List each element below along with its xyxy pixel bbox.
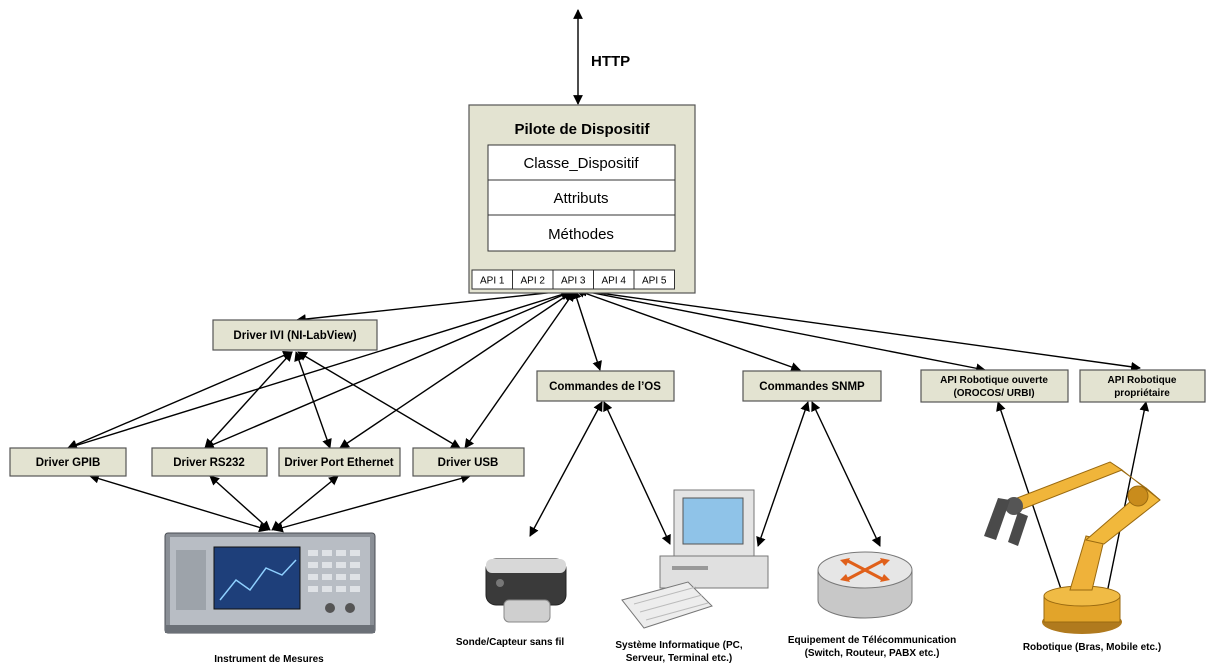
api-row: API 1 API 2 API 3 API 4 API 5 <box>471 269 675 290</box>
connectors <box>67 9 1150 599</box>
attributes-row <box>487 179 676 216</box>
driver-usb: Driver USB <box>412 447 525 477</box>
link-pilote-snmp <box>575 288 801 372</box>
api-robotique-ouverte-line1: API Robotique ouverte <box>940 375 1048 386</box>
link-pilote-rs232 <box>204 290 571 450</box>
api-label: API 3 <box>561 276 586 287</box>
driver-ivi-box <box>212 319 378 351</box>
link-gpib-instrument <box>89 473 269 533</box>
api-robotique-proprietaire-line1: API Robotique <box>1108 375 1177 386</box>
driver-ethernet-box <box>278 447 401 477</box>
link-pilote-robot-open <box>577 286 986 374</box>
link-pilote-ethernet <box>339 291 573 449</box>
commandes-snmp: Commandes SNMP <box>742 370 882 402</box>
api-robotique-ouverte-line2: (OROCOS/ URBI) <box>953 388 1034 399</box>
api-label: API 1 <box>480 276 505 287</box>
commandes-os: Commandes de l’OS <box>536 370 675 402</box>
driver-gpib: Driver GPIB <box>9 447 127 477</box>
driver-gpib-box <box>9 447 127 477</box>
robot-image <box>984 461 1161 634</box>
driver-rs232: Driver RS232 <box>151 447 268 477</box>
link-pilote-gpib <box>67 289 571 451</box>
driver-rs232-label: Driver RS232 <box>173 457 245 469</box>
link-ivi-ethernet <box>294 351 332 449</box>
link-ivi-gpib <box>67 350 293 450</box>
driver-ivi-label: Driver IVI (NI-LabView) <box>233 330 356 342</box>
link-pilote-usb <box>464 291 575 449</box>
api-robotique-proprietaire: API Robotique propriétaire <box>1079 369 1206 403</box>
instrument-caption: Instrument de Mesures <box>214 654 324 665</box>
driver-ethernet: Driver Port Ethernet <box>278 447 401 477</box>
link-ivi-rs232 <box>204 351 293 449</box>
api-label: API 2 <box>521 276 546 287</box>
api-label: API 4 <box>602 276 627 287</box>
sonde-image <box>485 558 567 623</box>
driver-rs232-box <box>151 447 268 477</box>
driver-usb-box <box>412 447 525 477</box>
commandes-snmp-label: Commandes SNMP <box>759 381 865 393</box>
link-pilote-ivi <box>296 286 575 324</box>
api-label: API 5 <box>642 276 667 287</box>
sonde-caption: Sonde/Capteur sans fil <box>456 637 565 648</box>
commandes-snmp-box <box>742 370 882 402</box>
attributes-label: Attributs <box>553 190 608 207</box>
link-rs232-instrument <box>209 475 271 531</box>
api-robotique-ouverte-box <box>920 369 1069 403</box>
methods-row <box>487 214 676 252</box>
api-cell <box>633 269 675 290</box>
api-robotique-proprietaire-line2: propriétaire <box>1114 388 1170 399</box>
driver-usb-label: Driver USB <box>438 457 499 469</box>
class-name: Classe_Dispositif <box>523 155 639 172</box>
link-os-sonde <box>529 401 603 537</box>
link-robot-prop-robot <box>1102 401 1150 599</box>
telecom-caption-line1: Equipement de Télécommunication <box>788 635 956 646</box>
driver-gpib-label: Driver GPIB <box>36 457 101 469</box>
driver-ivi: Driver IVI (NI-LabView) <box>212 319 378 351</box>
link-pilote-os <box>572 289 602 371</box>
instrument-image <box>164 532 376 634</box>
telecom-caption-line2: (Switch, Routeur, PABX etc.) <box>805 648 940 659</box>
driver-ethernet-label: Driver Port Ethernet <box>284 457 393 469</box>
computer-image <box>621 489 769 629</box>
api-robotique-ouverte: API Robotique ouverte (OROCOS/ URBI) <box>920 369 1069 403</box>
api-robotique-proprietaire-box <box>1079 369 1206 403</box>
systeme-caption-line1: Système Informatique (PC, <box>615 640 742 651</box>
methods-label: Méthodes <box>548 226 614 243</box>
link-snmp-telecom <box>811 401 881 547</box>
link-pilote-robot-prop <box>577 286 1141 372</box>
robotique-caption: Robotique (Bras, Mobile etc.) <box>1023 642 1161 653</box>
systeme-caption-line2: Serveur, Terminal etc.) <box>626 653 733 664</box>
link-snmp-systeme <box>756 401 810 547</box>
link-os-systeme <box>603 401 671 545</box>
pilote-title: Pilote de Dispositif <box>514 121 650 138</box>
link-usb-instrument <box>273 473 471 533</box>
http-label: HTTP <box>591 53 630 70</box>
commandes-os-label: Commandes de l’OS <box>549 381 661 393</box>
pilote-de-dispositif: Pilote de Dispositif Classe_Dispositif A… <box>468 104 696 294</box>
commandes-os-box <box>536 370 675 402</box>
link-ivi-usb <box>297 351 461 449</box>
router-icon <box>817 551 913 619</box>
